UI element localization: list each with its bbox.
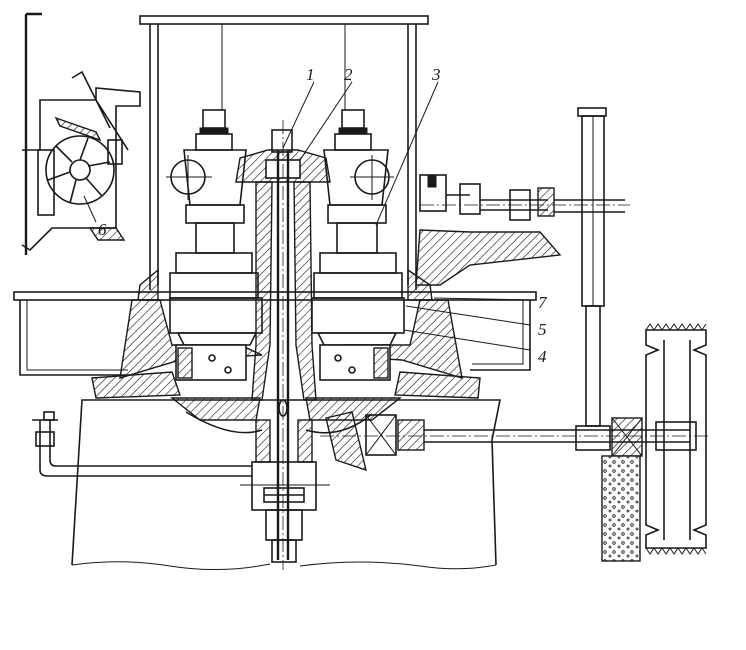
right-linkage [415, 174, 630, 286]
callout-6: 6 [98, 220, 107, 239]
v-belt-pulley [645, 323, 707, 555]
callout-2: 2 [344, 65, 353, 84]
upper-housing [139, 15, 429, 290]
callout-3: 3 [431, 65, 441, 84]
vertical-column [575, 107, 643, 562]
callout-leaders [83, 81, 531, 351]
callout-5: 5 [538, 320, 547, 339]
foundation-base [71, 399, 501, 571]
central-shaft [235, 120, 331, 570]
callout-4: 4 [538, 347, 547, 366]
callout-labels: 1 2 3 4 5 6 7 [98, 65, 548, 366]
callout-7: 7 [538, 293, 548, 312]
bevel-gear-drive [320, 411, 710, 472]
die-blocks-4-5 [175, 344, 391, 381]
left-roller-assembly [166, 109, 263, 346]
trough-7 [13, 291, 537, 376]
oil-pipe [32, 411, 252, 477]
bowl-housing [91, 268, 481, 399]
callout-1: 1 [306, 65, 315, 84]
feeder-inset-6 [21, 12, 141, 255]
right-roller-assembly-3 [311, 109, 405, 346]
